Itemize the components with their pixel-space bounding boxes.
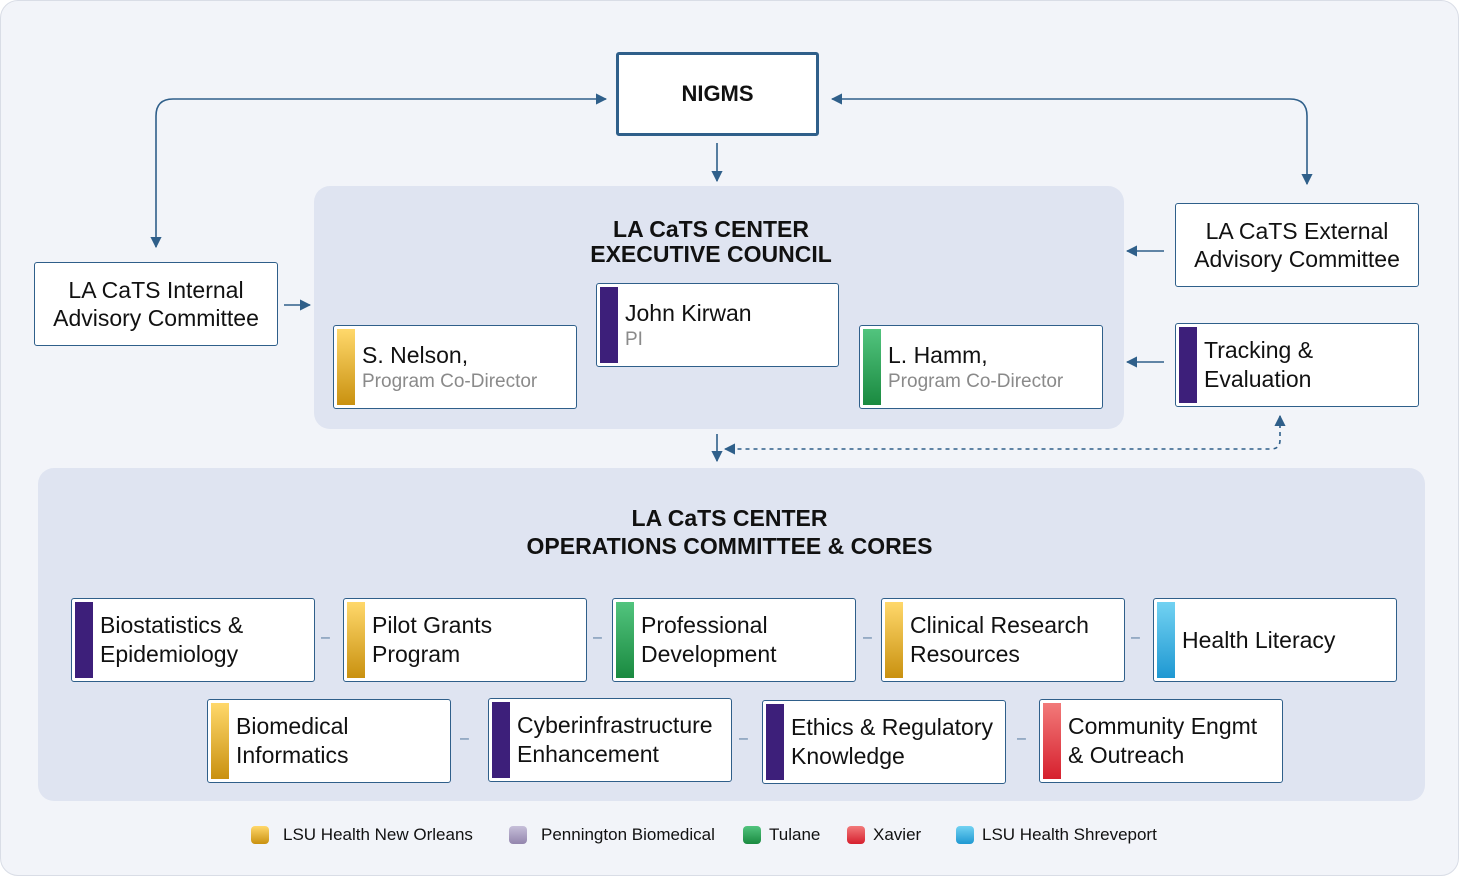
arrow-tracking-operations xyxy=(723,414,1286,455)
separator-dash: – xyxy=(863,629,872,646)
core-color-bar xyxy=(616,602,634,678)
core-line2: Epidemiology xyxy=(100,641,239,667)
member-role: Program Co-Director xyxy=(362,370,538,392)
external-committee-line1: LA CaTS External xyxy=(1205,218,1389,244)
separator-dash: – xyxy=(460,730,469,747)
core-line1: Clinical Research xyxy=(910,612,1089,638)
core-line1: Ethics & Regulatory xyxy=(791,714,993,740)
core-line2: Informatics xyxy=(236,742,349,768)
arrow-nigms-external xyxy=(830,93,1313,186)
tracking-line1: Tracking & xyxy=(1204,337,1314,363)
executive-title-line1: LA CaTS CENTER xyxy=(613,216,809,242)
core-color-bar xyxy=(492,702,510,778)
member-color-bar xyxy=(600,287,618,363)
core-line2: & Outreach xyxy=(1068,742,1185,768)
legend-item-xavier: Xavier xyxy=(847,824,921,846)
core-line2: Resources xyxy=(910,641,1020,667)
member-role: Program Co-Director xyxy=(888,370,1064,392)
external-committee-line2: Advisory Committee xyxy=(1194,246,1400,272)
core-line1: Biomedical xyxy=(236,713,349,739)
nigms-box: NIGMS xyxy=(616,52,819,136)
separator-dash: – xyxy=(1017,730,1026,747)
legend-swatch xyxy=(509,826,527,844)
member-name: L. Hamm, xyxy=(888,341,988,368)
member-card-nelson: S. Nelson,Program Co-Director xyxy=(333,325,577,409)
operations-title-line2: OPERATIONS COMMITTEE & CORES xyxy=(526,533,933,559)
legend-label: LSU Health Shreveport xyxy=(982,825,1157,844)
legend-item-lsu-new-orleans: LSU Health New Orleans xyxy=(251,824,473,846)
legend-label: Xavier xyxy=(873,825,922,844)
core-color-bar xyxy=(1043,703,1061,779)
core-line2: Development xyxy=(641,641,777,667)
core-color-bar xyxy=(885,602,903,678)
separator-dash: – xyxy=(739,730,748,747)
member-color-bar xyxy=(863,329,881,405)
member-role: PI xyxy=(625,328,643,350)
legend-swatch xyxy=(251,826,269,844)
core-line1: Cyberinfrastructure xyxy=(517,712,713,738)
executive-council-title: LA CaTS CENTER EXECUTIVE COUNCIL xyxy=(314,217,1108,267)
core-line2: Enhancement xyxy=(517,741,659,767)
operations-title-line1: LA CaTS CENTER xyxy=(631,505,828,531)
tracking-line2: Evaluation xyxy=(1204,366,1312,392)
core-line2: Program xyxy=(372,641,461,667)
core-card-community-engagement: Community Engmt & Outreach xyxy=(1039,699,1283,783)
legend-item-pennington: Pennington Biomedical xyxy=(509,824,715,846)
core-line1: Biostatistics & xyxy=(100,612,244,638)
member-name: S. Nelson, xyxy=(362,341,469,368)
operations-title: LA CaTS CENTER OPERATIONS COMMITTEE & CO… xyxy=(38,504,1421,560)
member-card-hamm: L. Hamm,Program Co-Director xyxy=(859,325,1103,409)
separator-dash: – xyxy=(1131,629,1140,646)
core-color-bar xyxy=(75,602,93,678)
core-line1: Professional xyxy=(641,612,768,638)
internal-committee-line2: Advisory Committee xyxy=(53,305,259,331)
core-line1: Pilot Grants xyxy=(372,612,493,638)
core-card-health-literacy: Health Literacy xyxy=(1153,598,1397,682)
member-name: John Kirwan xyxy=(625,299,752,326)
arrow-nigms-internal xyxy=(150,93,608,249)
core-line1: Community Engmt xyxy=(1068,713,1258,739)
tracking-color-bar xyxy=(1179,327,1197,403)
tracking-evaluation-box: Tracking & Evaluation xyxy=(1175,323,1419,407)
legend-label: Pennington Biomedical xyxy=(541,825,715,844)
core-line1: Health Literacy xyxy=(1182,626,1336,653)
member-color-bar xyxy=(337,329,355,405)
core-color-bar xyxy=(211,703,229,779)
separator-dash: – xyxy=(321,629,330,646)
legend-item-lsu-shreveport: LSU Health Shreveport xyxy=(956,824,1157,846)
core-color-bar xyxy=(347,602,365,678)
internal-committee-line1: LA CaTS Internal xyxy=(68,277,244,303)
legend-item-tulane: Tulane xyxy=(743,824,820,846)
executive-title-line2: EXECUTIVE COUNCIL xyxy=(590,241,832,267)
nigms-label: NIGMS xyxy=(681,81,754,106)
core-card-biostatistics: Biostatistics & Epidemiology xyxy=(71,598,315,682)
legend-swatch xyxy=(743,826,761,844)
core-line2: Knowledge xyxy=(791,743,905,769)
legend-label: LSU Health New Orleans xyxy=(283,825,473,844)
core-color-bar xyxy=(766,704,784,780)
separator-dash: – xyxy=(593,629,602,646)
core-color-bar xyxy=(1157,602,1175,678)
legend-label: Tulane xyxy=(769,825,821,844)
legend-swatch xyxy=(956,826,974,844)
legend-swatch xyxy=(847,826,865,844)
